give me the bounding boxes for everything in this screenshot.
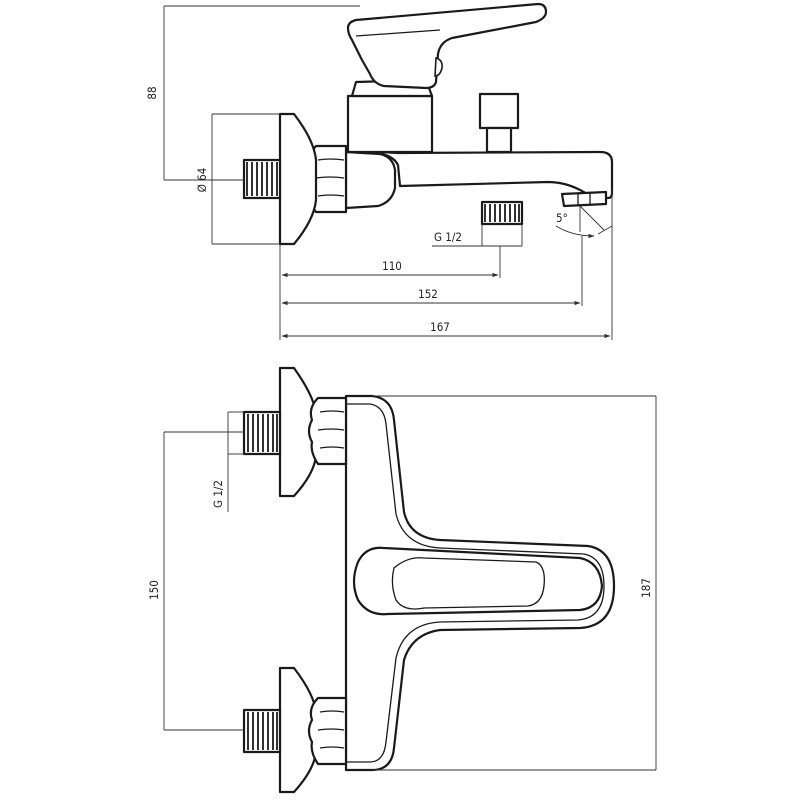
body-inner-line	[346, 403, 605, 763]
mixer-body	[346, 94, 434, 154]
upper-nut	[307, 396, 348, 466]
top-thread-label: G 1/2	[211, 480, 225, 508]
angle-label: 5°	[556, 211, 568, 225]
wall-flange	[278, 112, 318, 246]
diverter-button	[478, 92, 520, 130]
upper-inlet-thread	[242, 410, 282, 456]
dim-diameter-label: Ø 64	[195, 168, 209, 193]
lever-handle	[346, 2, 548, 90]
dim-height-label: 88	[145, 86, 159, 99]
lower-nut	[307, 696, 348, 766]
dim-152-label: 152	[418, 287, 438, 301]
dim-110-label: 110	[382, 259, 402, 273]
spout-outlet	[560, 190, 608, 208]
side-thread-label: G 1/2	[434, 230, 462, 244]
lower-inlet-thread	[242, 708, 282, 754]
shower-outlet-thread	[480, 200, 524, 226]
diverter-stem	[485, 126, 513, 154]
dim-187-label: 187	[639, 578, 653, 598]
lever-top-inner	[391, 557, 545, 610]
angle-arc	[555, 225, 595, 239]
lever-inner-line	[355, 29, 441, 37]
lever-top	[352, 546, 604, 616]
dim-167-label: 167	[430, 320, 450, 334]
lever-knob	[434, 56, 443, 77]
side-view: 88 Ø 64 G 1/2 5° 110 152 167	[145, 2, 614, 340]
spout-joint	[344, 150, 397, 210]
top-view: G 1/2 150 187	[147, 366, 657, 794]
dim-150-label: 150	[147, 580, 161, 600]
